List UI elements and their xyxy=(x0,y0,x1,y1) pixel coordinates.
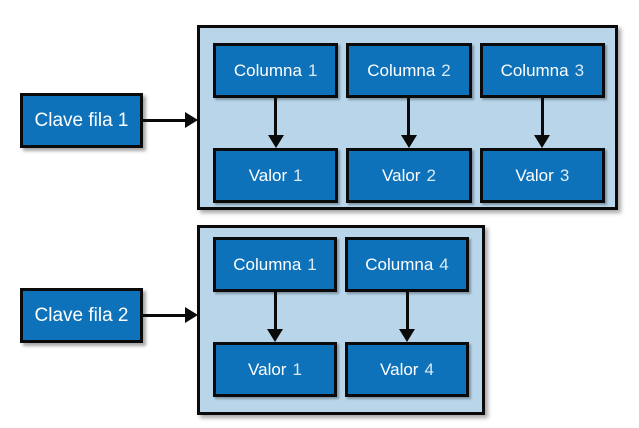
column-label: Columna xyxy=(233,60,302,80)
arrow-right-head-2 xyxy=(185,307,198,323)
arrow-down-line xyxy=(273,292,277,329)
row-key-box-2: Clave fila 2 xyxy=(20,288,143,343)
column-box: Columna 1 xyxy=(213,43,339,98)
value-number: 1 xyxy=(293,165,303,185)
value-number: 1 xyxy=(292,359,302,379)
column-value-cell: Columna 4 Valor 4 xyxy=(345,237,469,397)
column-family-container-2: Columna 1 Valor 1 Columna 4 Valor xyxy=(197,225,485,415)
value-number: 2 xyxy=(426,165,436,185)
value-box: Valor 4 xyxy=(345,342,469,397)
column-label: Columna xyxy=(365,254,434,274)
column-box: Columna 3 xyxy=(479,43,605,98)
column-label: Columna xyxy=(367,60,436,80)
arrow-down-head xyxy=(399,329,415,342)
value-number: 4 xyxy=(424,359,434,379)
value-box: Valor 1 xyxy=(213,148,339,203)
arrow-down xyxy=(399,292,415,342)
value-label: Valor xyxy=(382,165,421,185)
arrow-down-line xyxy=(407,98,411,135)
column-value-cell: Columna 1 Valor 1 xyxy=(213,43,339,203)
arrow-right-line-2 xyxy=(143,314,187,317)
value-label: Valor xyxy=(380,359,419,379)
arrow-down-head xyxy=(534,135,551,148)
column-number: 1 xyxy=(307,254,317,274)
column-box: Columna 1 xyxy=(213,237,337,292)
arrow-down xyxy=(267,292,283,342)
column-family-container-1: Columna 1 Valor 1 Columna 2 Valor xyxy=(197,25,618,210)
column-number: 4 xyxy=(439,254,449,274)
row-key-label-2: Clave fila 2 xyxy=(34,304,129,326)
column-number: 2 xyxy=(441,60,451,80)
column-value-cell: Columna 1 Valor 1 xyxy=(213,237,337,397)
arrow-down-line xyxy=(405,292,409,329)
arrow-down-line xyxy=(540,98,544,135)
arrow-down-head xyxy=(267,329,283,342)
column-label: Columna xyxy=(233,254,302,274)
value-box: Valor 1 xyxy=(213,342,337,397)
arrow-right-line-1 xyxy=(143,119,187,122)
column-box: Columna 4 xyxy=(345,237,469,292)
value-number: 3 xyxy=(559,165,570,185)
arrow-down xyxy=(400,98,417,148)
column-value-cell: Columna 3 Valor 3 xyxy=(479,43,605,203)
value-box: Valor 2 xyxy=(346,148,472,203)
column-label: Columna xyxy=(500,60,569,80)
row-key-label-1: Clave fila 1 xyxy=(34,109,129,131)
arrow-down-line xyxy=(274,98,278,135)
arrow-right-head-1 xyxy=(185,112,198,128)
value-label: Valor xyxy=(515,165,554,185)
value-label: Valor xyxy=(248,165,288,185)
arrow-down-head xyxy=(267,135,284,148)
arrow-down xyxy=(267,98,284,148)
column-value-cell: Columna 2 Valor 2 xyxy=(346,43,472,203)
arrow-down-head xyxy=(400,135,417,148)
column-number: 3 xyxy=(574,60,585,80)
column-number: 1 xyxy=(307,60,318,80)
value-label: Valor xyxy=(248,359,287,379)
column-box: Columna 2 xyxy=(346,43,472,98)
arrow-down xyxy=(534,98,551,148)
row-key-box-1: Clave fila 1 xyxy=(20,93,143,148)
value-box: Valor 3 xyxy=(479,148,605,203)
